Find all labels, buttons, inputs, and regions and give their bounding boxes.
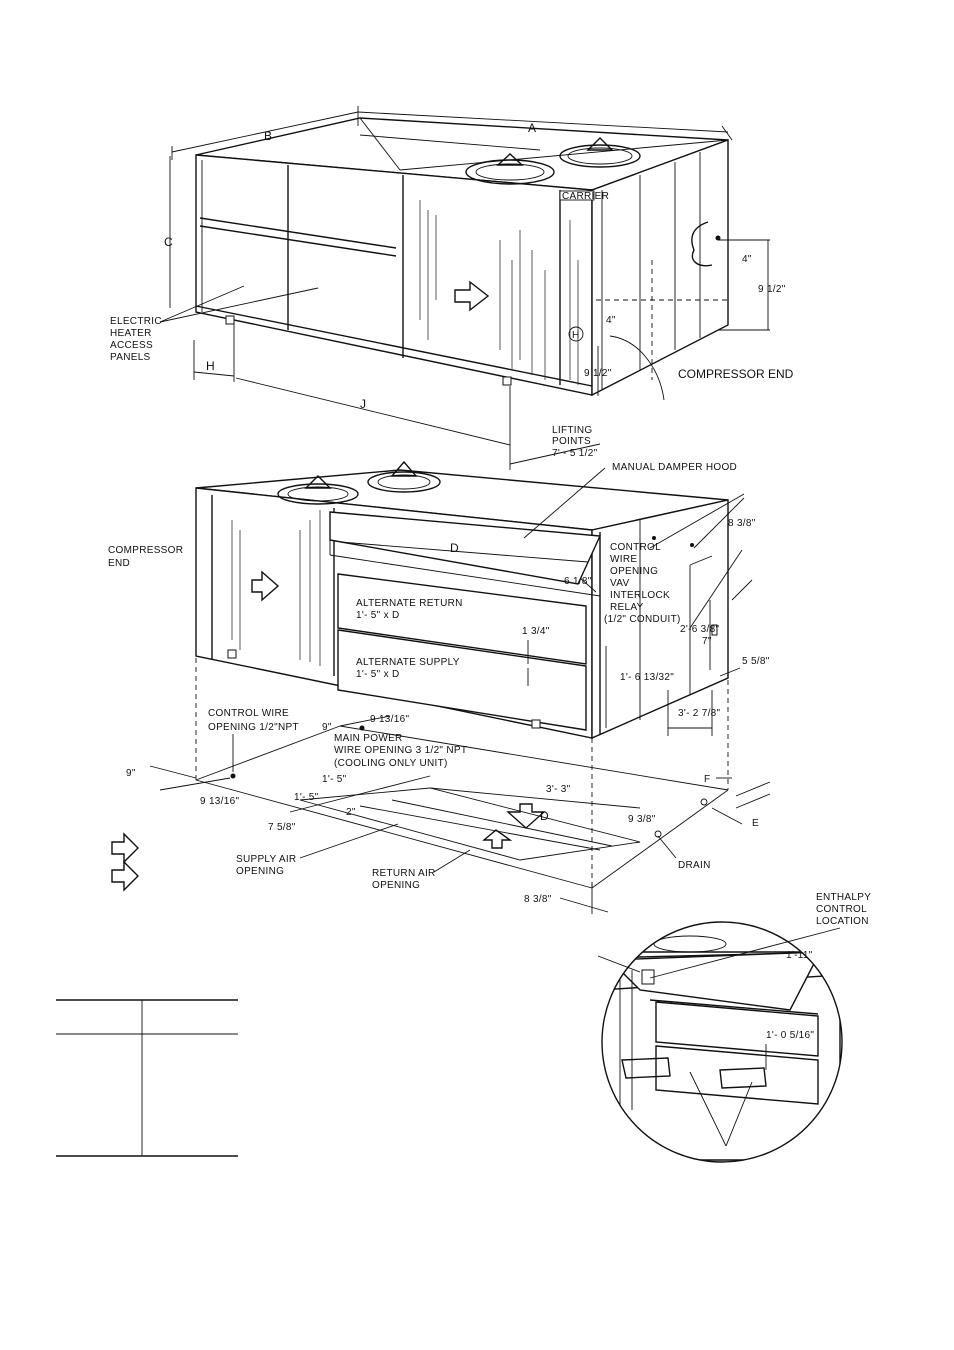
svg-text:(1/2" CONDUIT): (1/2" CONDUIT)	[604, 614, 681, 625]
legend-shaded-arrow-icon	[111, 832, 139, 864]
svg-text:ALTERNATE SUPPLY: ALTERNATE SUPPLY	[356, 657, 460, 668]
dim-4in-left: 4"	[606, 315, 616, 326]
dim-7in: 7"	[702, 636, 712, 647]
svg-text:CONTROL: CONTROL	[816, 904, 867, 915]
dim-1-6-13-32: 1'- 6 13/32"	[620, 672, 674, 683]
middle-unit	[195, 460, 729, 740]
dim-9-13-16-left: 9 13/16"	[200, 796, 239, 807]
enthalpy-detail: ENTHALPY CONTROL LOCATION 1'-11" 1'- 0 5…	[597, 892, 871, 1163]
svg-text:1'- 5" x D: 1'- 5" x D	[356, 610, 399, 621]
svg-text:ENTHALPY: ENTHALPY	[816, 892, 871, 903]
dim-2in: 2"	[346, 807, 356, 818]
legend-open-arrow-icon	[111, 860, 139, 892]
svg-text:OPENING: OPENING	[236, 866, 284, 877]
drain-label: DRAIN	[678, 860, 711, 871]
dim-1-5-b: 1'- 5"	[294, 792, 319, 803]
dim-8-3-8-top: 8 3/8"	[728, 518, 756, 529]
compressor-end-mid-2: END	[108, 558, 130, 569]
dim-d-base: D	[540, 809, 549, 823]
footprint: 9" 9 13/16" 9" 9 13/16" CONTROL WIRE OPE…	[126, 658, 771, 914]
dim-9half-right: 9 1/2"	[758, 284, 786, 295]
svg-text:LOCATION: LOCATION	[816, 916, 869, 927]
dim-5-5-8: 5 5/8"	[742, 656, 770, 667]
top-unit: CARRIER	[195, 117, 729, 397]
return-air-arrow-icon	[506, 803, 546, 829]
svg-text:OPENING 1/2"NPT: OPENING 1/2"NPT	[208, 722, 299, 733]
dim-c: C	[164, 235, 173, 249]
lifting-label-1: LIFTING	[552, 425, 592, 436]
svg-text:RELAY: RELAY	[610, 602, 644, 613]
svg-text:PANELS: PANELS	[110, 352, 151, 363]
svg-text:CONTROL WIRE: CONTROL WIRE	[208, 708, 289, 719]
svg-text:ELECTRIC: ELECTRIC	[110, 316, 162, 327]
svg-text:WIRE OPENING 3 1/2" NPT: WIRE OPENING 3 1/2" NPT	[334, 745, 467, 756]
dim-9in-left: 9"	[126, 768, 136, 779]
dim-1-5-a: 1'- 5"	[322, 774, 347, 785]
dim-e: E	[752, 818, 759, 829]
svg-text:HEATER: HEATER	[110, 328, 152, 339]
logo-plate: CARRIER	[562, 191, 609, 202]
svg-text:ALTERNATE RETURN: ALTERNATE RETURN	[356, 598, 463, 609]
svg-text:CONTROL: CONTROL	[610, 542, 661, 553]
dim-9in-top: 9"	[322, 722, 332, 733]
dim-h: H	[206, 359, 215, 373]
top-dimensions: B A C H J LIFTING POINTS 7' - 5 1/2" 4" …	[164, 106, 794, 470]
lifting-label-3: 7' - 5 1/2"	[552, 448, 598, 459]
dim-f: F	[704, 774, 710, 785]
svg-text:RETURN AIR: RETURN AIR	[372, 868, 436, 879]
svg-text:(COOLING ONLY UNIT): (COOLING ONLY UNIT)	[334, 758, 448, 769]
svg-text:MAIN POWER: MAIN POWER	[334, 733, 403, 744]
dim-1-0-5-16: 1'- 0 5/16"	[766, 1030, 814, 1041]
dim-9-3-8: 9 3/8"	[628, 814, 656, 825]
legend	[111, 832, 139, 892]
supply-air-arrow-icon	[482, 829, 513, 849]
svg-text:ACCESS: ACCESS	[110, 340, 153, 351]
blank-table	[56, 999, 238, 1157]
dim-2-6-3-8: 2'-6 3/8"	[680, 624, 719, 635]
svg-text:INTERLOCK: INTERLOCK	[610, 590, 670, 601]
svg-text:OPENING: OPENING	[610, 566, 658, 577]
electric-heater-label: ELECTRIC HEATER ACCESS PANELS	[110, 285, 319, 363]
dim-9-13-16-top: 9 13/16"	[370, 714, 409, 725]
svg-text:VAV: VAV	[610, 578, 629, 589]
dim-a: A	[528, 121, 536, 135]
dim-3-2-7-8: 3'- 2 7/8"	[678, 708, 721, 719]
dim-7-5-8: 7 5/8"	[268, 822, 296, 833]
airflow-arrow-icon	[454, 280, 490, 312]
svg-text:1'- 5" x D: 1'- 5" x D	[356, 669, 399, 680]
svg-text:WIRE: WIRE	[610, 554, 637, 565]
manual-damper-label: MANUAL DAMPER HOOD	[612, 462, 737, 473]
dim-b: B	[264, 129, 272, 143]
airflow-arrow-mid-icon	[251, 570, 280, 602]
lifting-label-2: POINTS	[552, 436, 591, 447]
middle-labels: COMPRESSOR END MANUAL DAMPER HOOD D ALTE…	[108, 462, 770, 736]
compressor-end-top: COMPRESSOR END	[678, 367, 794, 381]
dim-6-1-8: 6 1/8"	[564, 576, 592, 587]
dim-3-3: 3'- 3"	[546, 784, 571, 795]
dim-9half-left: 9 1/2"	[584, 368, 612, 379]
dim-1-11: 1'-11"	[786, 950, 813, 961]
dim-j: J	[360, 397, 366, 411]
dim-4in-right: 4"	[742, 254, 752, 265]
dim-8-3-8-bottom: 8 3/8"	[524, 894, 552, 905]
dim-d-hood: D	[450, 541, 459, 555]
svg-text:OPENING: OPENING	[372, 880, 420, 891]
dim-1-3-4: 1 3/4"	[522, 626, 550, 637]
compressor-end-mid-1: COMPRESSOR	[108, 545, 183, 556]
svg-text:SUPPLY AIR: SUPPLY AIR	[236, 854, 296, 865]
dim-h-small: H	[572, 330, 580, 341]
